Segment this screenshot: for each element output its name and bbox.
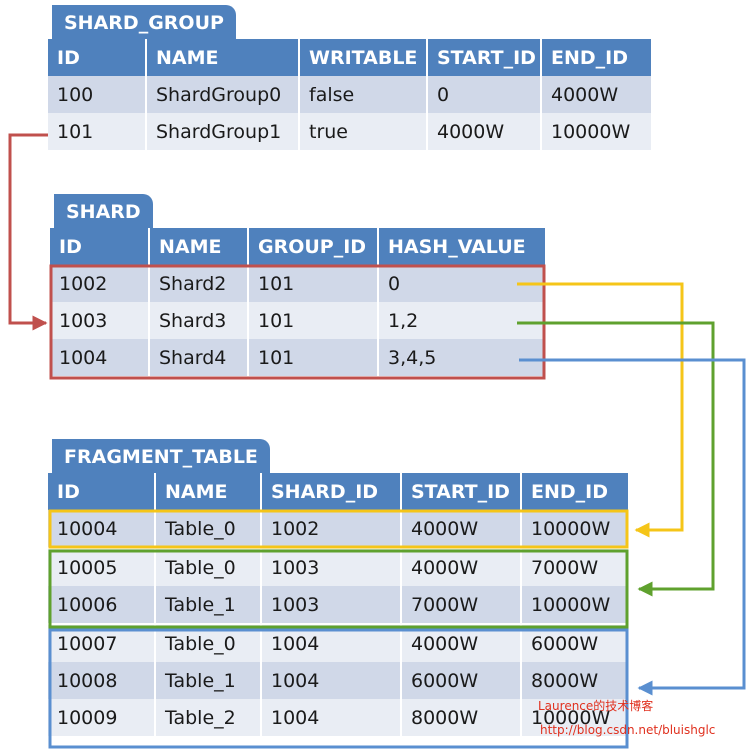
table-row: 10006 Table_1 1003 7000W 10000W	[48, 586, 628, 624]
table-cell: 10000W	[520, 586, 628, 624]
column-header: HASH_VALUE	[377, 228, 545, 265]
table-cell: 10000W	[540, 113, 651, 150]
watermark-title: Laurence的技术博客	[538, 699, 654, 713]
table-cell: ShardGroup0	[145, 76, 299, 113]
table-row: 101 ShardGroup1 true 4000W 10000W	[48, 113, 651, 150]
table-cell: 101	[247, 265, 378, 302]
table-cell: 0	[377, 265, 545, 302]
table-cell: 1004	[50, 339, 149, 376]
table-cell: 10000W	[520, 699, 628, 736]
fragment-table-title: FRAGMENT_TABLE	[52, 439, 270, 475]
table-row: 100 ShardGroup0 false 0 4000W	[48, 76, 651, 113]
table-cell: 10008	[48, 662, 155, 699]
table-cell: 3,4,5	[377, 339, 545, 376]
table-row: 1003 Shard3 101 1,2	[50, 302, 545, 339]
table-cell: 4000W	[426, 113, 541, 150]
table-cell: 7000W	[400, 586, 521, 624]
table-row: 10005 Table_0 1003 4000W 7000W	[48, 547, 628, 586]
shard2-fragments-highlight	[48, 509, 629, 549]
table-cell: Shard3	[148, 302, 248, 339]
table-cell: 1003	[50, 302, 149, 339]
shard-table: ID NAME GROUP_ID HASH_VALUE 1002 Shard2 …	[50, 228, 545, 376]
column-header: ID	[48, 39, 146, 76]
table-cell: 100	[48, 76, 146, 113]
shard3-to-fragments-arrow	[517, 321, 715, 597]
table-cell: 1002	[260, 510, 401, 548]
table-row: 1004 Shard4 101 3,4,5	[50, 339, 545, 376]
table-cell: 1,2	[377, 302, 545, 339]
column-header: NAME	[145, 39, 299, 76]
table-cell: 8000W	[520, 662, 628, 699]
table-cell: 4000W	[400, 547, 521, 586]
table-cell: 1004	[260, 662, 401, 699]
shard-header-row: ID NAME GROUP_ID HASH_VALUE	[50, 228, 545, 265]
shard4-fragments-highlight	[48, 628, 629, 749]
table-cell: 10004	[48, 510, 155, 548]
table-cell: 1004	[260, 699, 401, 736]
table-cell: Table_0	[154, 547, 261, 586]
table-cell: Shard2	[148, 265, 248, 302]
column-header: ID	[48, 473, 155, 510]
shard-title: SHARD	[54, 194, 153, 230]
table-cell: 10006	[48, 586, 155, 624]
table-cell: 101	[247, 339, 378, 376]
table-cell: 6000W	[400, 662, 521, 699]
watermark-url: http://blog.csdn.net/bluishglc	[540, 723, 716, 737]
shard-group-header-row: ID NAME WRITABLE START_ID END_ID	[48, 39, 651, 76]
column-header: GROUP_ID	[247, 228, 378, 265]
column-header: END_ID	[540, 39, 651, 76]
column-header: NAME	[148, 228, 248, 265]
table-cell: 101	[48, 113, 146, 150]
table-cell: ShardGroup1	[145, 113, 299, 150]
table-row: 1002 Shard2 101 0	[50, 265, 545, 302]
table-row: 10009 Table_2 1004 8000W 10000W	[48, 699, 628, 736]
table-cell: false	[298, 76, 427, 113]
group-to-shards-arrow	[8, 133, 48, 331]
table-cell: 1003	[260, 586, 401, 624]
table-cell: 101	[247, 302, 378, 339]
table-cell: 10009	[48, 699, 155, 736]
column-header: SHARD_ID	[260, 473, 401, 510]
table-cell: 1003	[260, 547, 401, 586]
table-cell: 0	[426, 76, 541, 113]
table-cell: Table_1	[154, 662, 261, 699]
shard2-to-fragment-arrow	[517, 282, 684, 538]
column-header: START_ID	[400, 473, 521, 510]
table-cell: 10005	[48, 547, 155, 586]
table-row: 10008 Table_1 1004 6000W 8000W	[48, 662, 628, 699]
table-cell: 4000W	[400, 510, 521, 548]
fragment-header-row: ID NAME SHARD_ID START_ID END_ID	[48, 473, 628, 510]
shard4-to-fragments-arrow	[519, 358, 746, 696]
table-cell: Table_0	[154, 510, 261, 548]
table-cell: Table_2	[154, 699, 261, 736]
table-row: 10004 Table_0 1002 4000W 10000W	[48, 510, 628, 548]
table-cell: Table_1	[154, 586, 261, 624]
shard-group-title: SHARD_GROUP	[52, 5, 236, 41]
shard-group-table: ID NAME WRITABLE START_ID END_ID 100 Sha…	[48, 39, 651, 150]
shard3-fragments-highlight	[48, 549, 629, 629]
column-header: END_ID	[520, 473, 628, 510]
column-header: NAME	[154, 473, 261, 510]
column-header: WRITABLE	[298, 39, 427, 76]
table-cell: 1002	[50, 265, 149, 302]
column-header: START_ID	[426, 39, 541, 76]
shard-rows-highlight	[49, 264, 546, 380]
table-cell: 7000W	[520, 547, 628, 586]
table-cell: 8000W	[400, 699, 521, 736]
table-cell: true	[298, 113, 427, 150]
table-cell: Shard4	[148, 339, 248, 376]
table-cell: 4000W	[540, 76, 651, 113]
column-header: ID	[50, 228, 149, 265]
table-cell: 10000W	[520, 510, 628, 548]
